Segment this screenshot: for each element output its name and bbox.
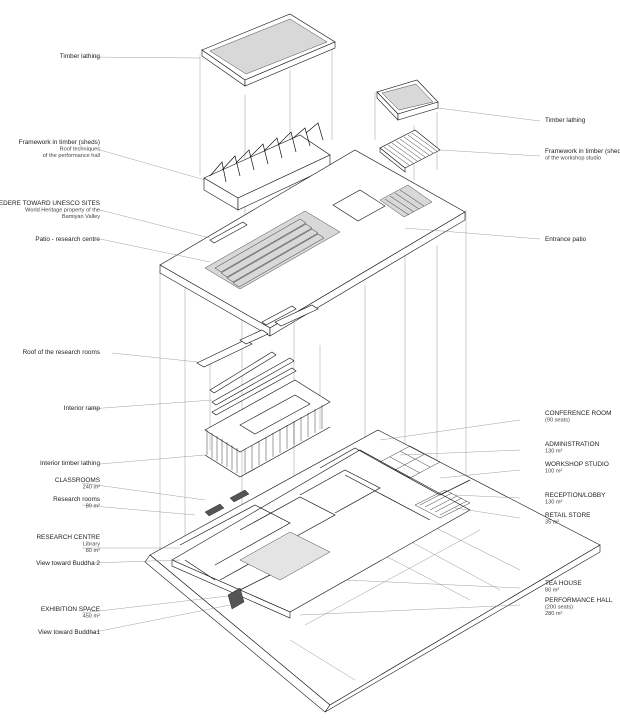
label-left-exhibition-title: EXHIBITION SPACE [41,606,100,613]
label-left-roof-research-title: Roof of the research rooms [23,349,100,356]
label-right-administration-title: ADMINISTRATION [545,441,600,448]
label-left-framework-hall-title: Framework in timber (sheds) [19,139,100,146]
label-right-framework-workshop-title: Framework in timber (sheds) [545,148,620,155]
label-right-retail-line-1: 35 m² [545,520,559,526]
timber-lathing-box-right [376,79,439,121]
label-left-timber-lathing-top-title: Timber lathing [60,53,101,60]
ground-floor-plan [144,429,601,713]
label-right-performance-hall-title: PERFORMANCE HALL [545,597,613,604]
label-right-performance-hall-line-1: (200 seats) [545,605,573,611]
label-right-entrance-patio-title: Entrance patio [545,236,587,243]
label-right-timber-lathing-right-title: Timber lathing [545,117,586,124]
label-right-reception-line-1: 130 m² [545,500,563,506]
label-right-retail-title: RETAIL STORE [545,512,590,519]
leader-lines [81,56,541,634]
interior-timber-lathing [204,379,331,478]
projection-lines [159,40,467,560]
label-left-exhibition-line-1: 450 m² [83,614,101,620]
performance-hall-sheds [203,122,331,211]
label-left-view-buddha1-title: View toward Buddha1 [38,629,101,636]
label-left-framework-hall-line-2: of the performance hall [43,153,100,159]
label-left-belvedere-line-1: World Heritage property of the [25,208,100,214]
label-right-conference-title: CONFERENCE ROOM [545,410,611,417]
label-left-research-centre-line-1: Library [83,542,100,548]
label-right-tea-house-line-1: 80 m² [545,588,559,594]
interior-ramp [209,351,297,416]
label-right-administration-line-1: 130 m² [545,449,563,455]
label-left-research-centre-title: RESEARCH CENTRE [36,534,100,541]
label-left-research-rooms-title: Research rooms [53,496,100,503]
label-left-patio-research-title: Patio - research centre [35,236,100,243]
workshop-sheds [379,129,441,173]
research-rooms-roof [196,304,319,368]
label-left-interior-ramp-title: Interior ramp [64,405,101,412]
label-left-research-centre-line-2: 80 m² [86,548,100,554]
label-right-workshop-title: WORKSHOP STUDIO [545,461,609,468]
timber-lathing-box-top [201,13,336,87]
label-right-performance-hall-line-2: 280 m² [545,611,563,617]
label-left-classrooms-title: CLASSROOMS [55,477,100,484]
label-left-framework-hall-line-1: Roof techniques [60,147,101,153]
label-left-view-buddha2-title: View toward Buddha 2 [36,560,100,567]
label-left-belvedere-title: BELVEDERE TOWARD UNESCO SITES [0,200,100,207]
label-left-interior-lathing-title: Interior timber lathing [40,460,100,467]
label-right-workshop-line-1: 100 m² [545,469,563,475]
label-right-conference-line-1: (90 seats) [545,418,570,424]
roof-slab [159,149,466,337]
label-right-tea-house-title: TEA HOUSE [545,580,582,587]
label-right-reception-title: RECEPTION/LOBBY [545,492,606,499]
label-left-classrooms-line-1: 240 m² [83,485,101,491]
label-left-research-rooms-line-1: 80 m² [86,504,100,510]
label-right-framework-workshop-line-1: of the workshop studio [545,156,601,162]
label-left-belvedere-line-2: Bamiyan Valley [62,214,100,220]
